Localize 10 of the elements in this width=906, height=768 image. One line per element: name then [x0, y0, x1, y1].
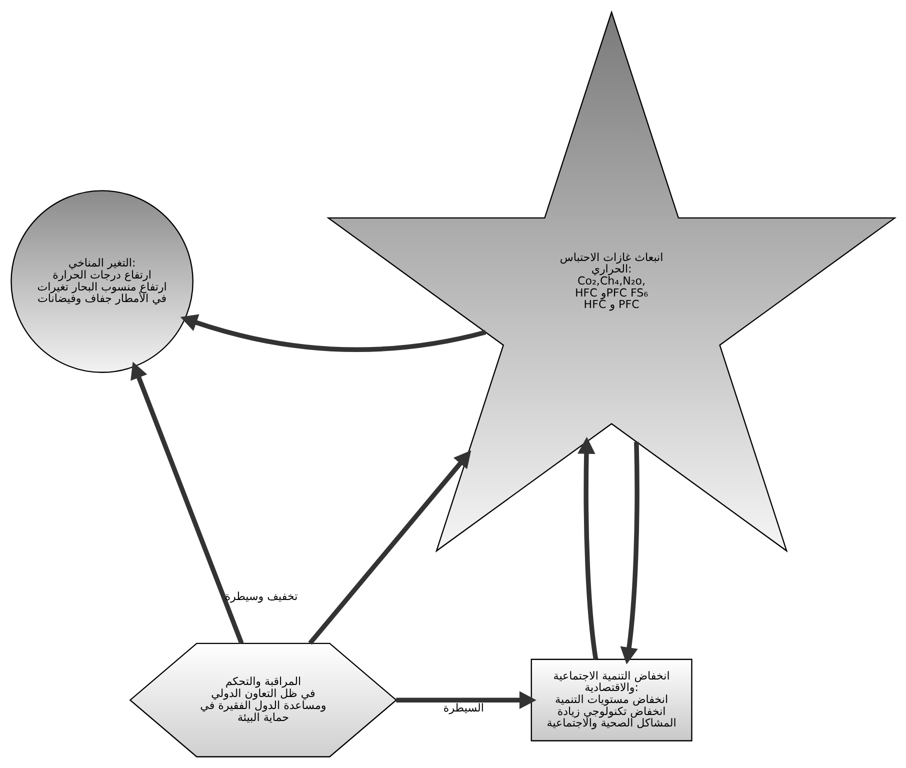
- arrow: [620, 441, 640, 664]
- node-box: انخفاض التنمية الاجتماعية والاقتصادية: انخفاض مستويات التنمية انخفاض تكنولوجي زيادة المشاكل الصحية والاجتماعية: [530, 658, 692, 741]
- arrow: [180, 314, 486, 352]
- arrow: [308, 450, 472, 644]
- arrow: [578, 436, 598, 660]
- edge-label: السيطرة: [443, 700, 484, 714]
- node-circle: التغير المناخي: ارتفاع درجات الحرارة ارتفاع منسوب البحار تغيرات في الأمطار جفاف وفيضانات: [10, 190, 194, 372]
- arrow: [396, 690, 536, 708]
- arrow: [130, 361, 244, 644]
- edge-label: تخفيف وسيطرة: [224, 590, 298, 603]
